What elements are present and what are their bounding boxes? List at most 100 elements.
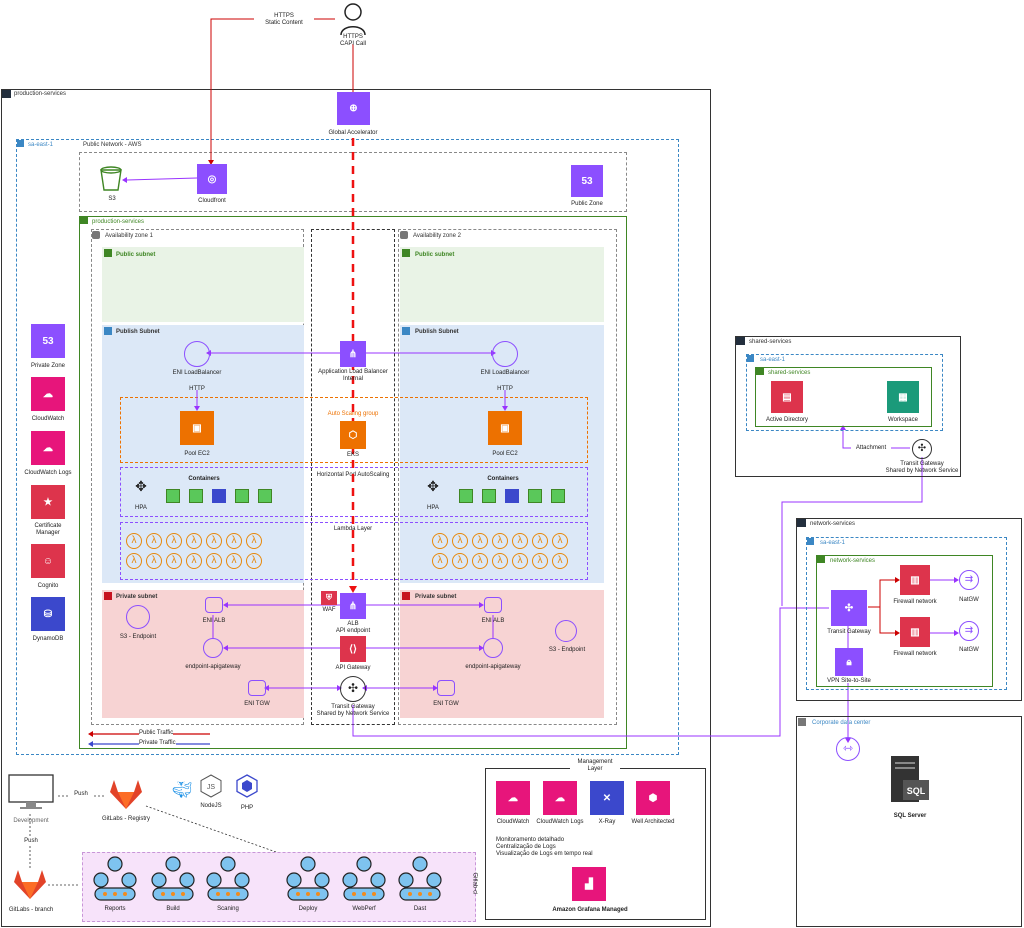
lambda-icon: λ	[186, 533, 202, 549]
containers-az1-label: Containers	[188, 476, 220, 482]
region-flag-icon	[807, 538, 814, 545]
private-subnet-az1-title: Private subnet	[116, 594, 158, 600]
shared-tgw-label: Transit Gateway Shared by Network Servic…	[885, 461, 959, 474]
transit-gateway-shared-icon: ✣	[340, 676, 366, 702]
php-label: PHP	[240, 805, 254, 811]
management-title: Management Layer	[570, 759, 620, 773]
eks-label: EKS	[346, 452, 359, 458]
public-network-title: Public Network - AWS	[83, 142, 142, 148]
lambda-icon: λ	[532, 533, 548, 549]
lambda-icon: λ	[512, 533, 528, 549]
asg-label: Auto Scaling group	[327, 411, 379, 417]
eni-loadbalancer-az1-label: ENI LoadBalancer	[172, 370, 222, 376]
region-sa-east-1	[16, 139, 679, 755]
s3-bucket-icon	[99, 166, 123, 192]
container-icon	[166, 489, 180, 503]
container-icon	[459, 489, 473, 503]
aws-account-icon	[736, 337, 745, 345]
eks-icon: ⬡	[340, 421, 366, 449]
dynamodb-label: DynamoDB	[32, 636, 64, 642]
workspace-label: Workspace	[888, 417, 918, 423]
pool-ec2-az1-icon: ▣	[180, 411, 214, 445]
vpc-icon	[80, 217, 88, 224]
lambda-icon: λ	[492, 553, 508, 569]
corporate-gateway-icon: ⇿	[836, 737, 860, 761]
cognito-label: Cognito	[37, 583, 59, 589]
gitlab-registry-icon	[108, 778, 144, 810]
endpoint-apigateway-az1-icon	[203, 638, 223, 658]
az2-title: Availability zone 2	[413, 233, 461, 239]
corporate-title: Corporate data center	[812, 720, 871, 726]
attachment-label: Attachment	[851, 445, 891, 452]
pool-ec2-az1-label: Pool EC2	[184, 451, 210, 457]
lambda-icon: λ	[146, 553, 162, 569]
lambda-icon: λ	[166, 533, 182, 549]
cloudwatch-label: CloudWatch	[31, 416, 65, 422]
private-subnet-icon	[402, 592, 410, 600]
pipeline-stage-icon	[206, 856, 250, 902]
global-accelerator-label: Global Accelerator	[328, 130, 378, 136]
region-flag-icon	[17, 140, 24, 147]
cognito-icon: ☺	[31, 544, 65, 578]
container-icon	[528, 489, 542, 503]
lambda-icon: λ	[452, 533, 468, 549]
legend-private: Private Traffic	[139, 740, 176, 747]
dynamodb-icon: ⛁	[31, 597, 65, 631]
private-subnet-icon	[104, 592, 112, 600]
vpn-site-to-site-icon: 🔒︎	[835, 648, 863, 676]
legend-public: Public Traffic	[139, 730, 174, 737]
pipeline-stage-label: Scaning	[217, 906, 239, 912]
alb-api-label: ALB API endpoint	[335, 621, 371, 634]
public-subnet-icon	[104, 249, 112, 257]
endpoint-apigateway-az2-label: endpoint-apigateway	[465, 664, 521, 670]
network-vpc	[816, 555, 993, 687]
eni-alb-az2-label: ENI ALB	[481, 618, 505, 624]
well-architected-icon: ⬢	[636, 781, 670, 815]
public-subnet-az2-title: Public subnet	[415, 252, 455, 258]
natgw-1-icon: ⇉	[959, 570, 979, 590]
eni-alb-az2-icon	[484, 597, 502, 613]
region-flag-icon	[747, 355, 754, 362]
shared-vpc	[755, 367, 932, 427]
lambda-icon: λ	[166, 553, 182, 569]
gitlab-branch-label: GitLabs - branch	[8, 907, 54, 913]
pool-ec2-az2-icon: ▣	[488, 411, 522, 445]
vpn-label: VPN Site-to-Site	[827, 678, 871, 684]
container-icon	[258, 489, 272, 503]
s3-endpoint-az1-icon	[126, 605, 150, 629]
endpoint-apigateway-az1-label: endpoint-apigateway	[185, 664, 241, 670]
lambda-icon: λ	[126, 533, 142, 549]
natgw-2-icon: ⇉	[959, 621, 979, 641]
network-vpc-title: network-services	[830, 558, 876, 564]
s3-endpoint-az2-icon	[555, 620, 577, 642]
network-services-account	[796, 518, 1022, 701]
vpc-icon	[756, 368, 764, 375]
firewall-2-label: Firewall network	[893, 651, 937, 657]
cloudwatch-icon: ☁	[31, 377, 65, 411]
eni-alb-az1-label: ENI ALB	[202, 618, 226, 624]
certificate-manager-label: Certificate Manager	[34, 523, 62, 536]
docker-icon: 🐳︎	[172, 782, 193, 799]
gitlab-ci-box	[82, 852, 476, 922]
workspace-icon: ▦	[887, 381, 919, 413]
publish-subnet-icon	[104, 327, 112, 335]
push-side-label: Push	[20, 838, 42, 845]
az1-icon	[92, 231, 100, 239]
firewall-1-label: Firewall network	[893, 599, 937, 605]
network-transit-gateway-icon: ✣	[831, 590, 867, 626]
production-services-title: production-services	[14, 91, 67, 97]
mgmt-cloudwatch-label: CloudWatch	[496, 819, 530, 825]
lambda-icon: λ	[146, 533, 162, 549]
public-zone-label: Public Zone	[571, 201, 603, 207]
alb-api-icon: ⋔	[340, 593, 366, 619]
container-icon	[212, 489, 226, 503]
pipeline-stage-label: WebPerf	[352, 906, 376, 912]
svg-text:SQL: SQL	[907, 786, 926, 796]
public-subnet-az1	[102, 247, 304, 322]
cloudwatch-logs-icon: ☁	[31, 431, 65, 465]
lambda-icon: λ	[492, 533, 508, 549]
publish-subnet-az1-title: Publish Subnet	[116, 329, 160, 335]
s3-label: S3	[108, 196, 116, 202]
aws-account-icon	[797, 519, 806, 527]
pool-ec2-az2-label: Pool EC2	[492, 451, 518, 457]
